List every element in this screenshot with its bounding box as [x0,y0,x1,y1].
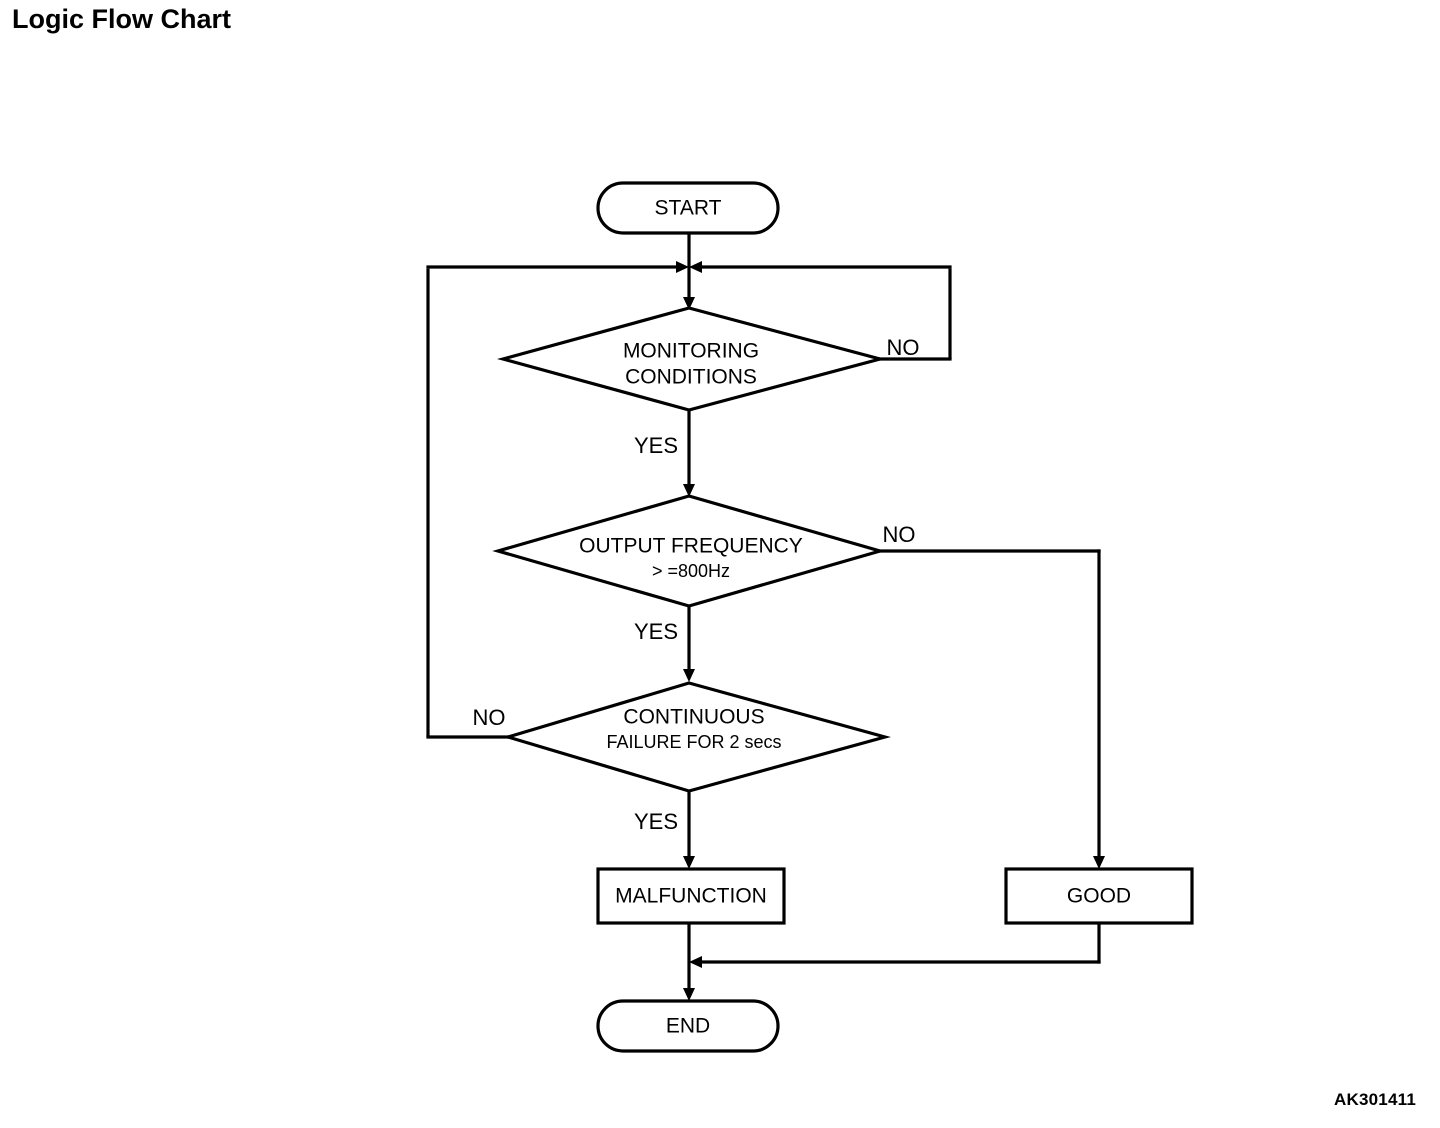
arrowhead-right-loop [689,261,702,273]
edge-malfunction-to-end [683,923,695,1001]
edge-label-monitoring-no: NO [887,335,920,360]
arrowhead-merge-to-end [689,956,702,968]
node-output-frequency[interactable]: OUTPUT FREQUENCY > =800Hz [492,494,886,608]
node-continuous-failure[interactable]: CONTINUOUS FAILURE FOR 2 secs [502,681,892,793]
edge-frequency-no-to-good [878,549,1105,869]
start-label: START [655,197,722,220]
edge-frequency-to-continuous [683,606,695,682]
edge-continuous-no-loop [426,261,689,737]
edge-label-monitoring-yes: YES [634,433,678,458]
monitoring-label-line2: CONDITIONS [625,366,757,389]
edge-good-to-end [689,923,1101,968]
edge-continuous-to-malfunction [683,791,695,869]
malfunction-shape [596,867,786,925]
node-good[interactable]: GOOD [1004,867,1194,925]
arrowhead-to-good [1093,856,1105,869]
end-label: END [666,1015,710,1038]
frequency-label-line1: OUTPUT FREQUENCY [579,535,803,558]
edge-label-frequency-no: NO [883,522,916,547]
node-malfunction[interactable]: MALFUNCTION [596,867,786,925]
node-start[interactable]: START [596,181,780,235]
node-monitoring-conditions[interactable]: MONITORING CONDITIONS [496,306,887,412]
arrowhead-to-end [683,988,695,1001]
arrowhead-to-monitoring [683,297,695,310]
edge-label-frequency-yes: YES [634,619,678,644]
continuous-label-line2: FAILURE FOR 2 secs [606,732,781,752]
edge-monitoring-no-loop [689,261,952,359]
monitoring-label-line1: MONITORING [623,340,759,363]
good-label: GOOD [1067,885,1131,908]
frequency-label-line2: > =800Hz [652,561,730,581]
edge-junction-to-monitoring [683,267,695,310]
end-shape [596,999,780,1053]
edge-label-continuous-yes: YES [634,809,678,834]
page-title: Logic Flow Chart [12,4,231,34]
edge-label-continuous-no: NO [473,705,506,730]
arrowhead-to-malfunction [683,856,695,869]
continuous-label-line1: CONTINUOUS [623,706,764,729]
arrowhead-to-frequency [683,484,695,497]
node-end[interactable]: END [596,999,780,1053]
arrowhead-left-loop [676,261,689,273]
edge-monitoring-to-frequency [683,410,695,497]
malfunction-label: MALFUNCTION [615,885,767,908]
good-shape [1004,867,1194,925]
arrowhead-to-continuous [683,669,695,682]
watermark-code: AK301411 [1334,1090,1416,1109]
